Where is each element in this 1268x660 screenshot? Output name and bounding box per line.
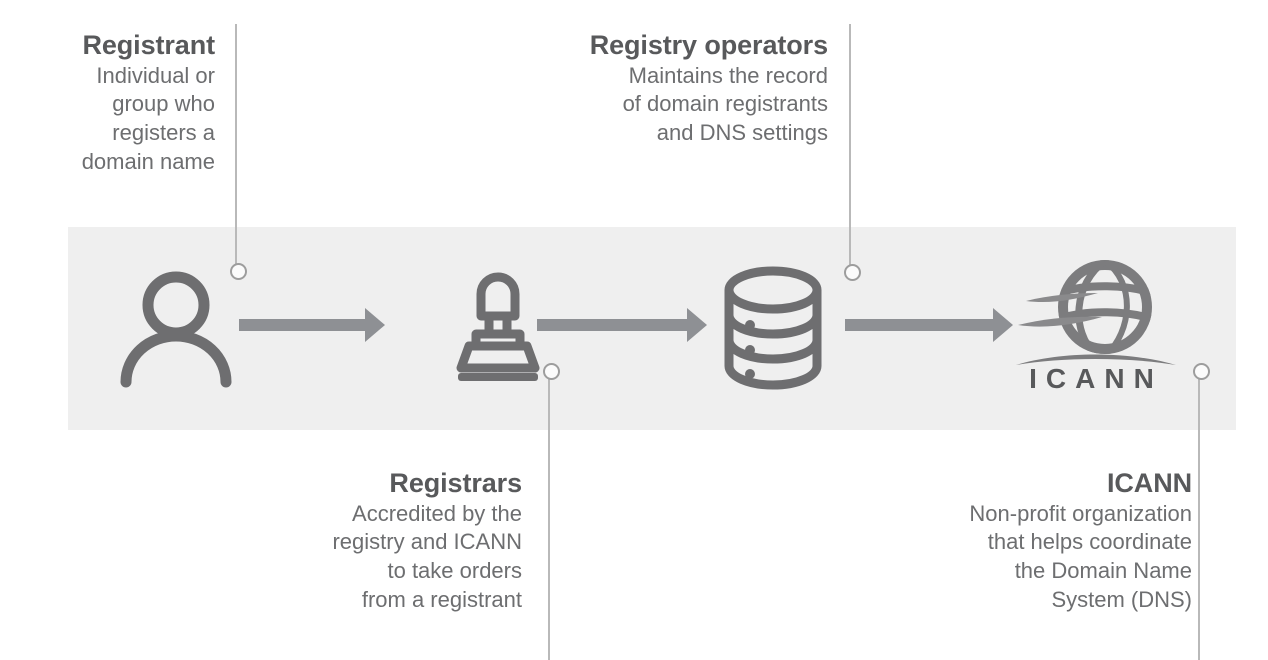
connector-line (849, 24, 851, 272)
label-registrars: Registrars Accredited by the registry an… (230, 468, 522, 614)
connector-line (235, 24, 237, 270)
stamp-icon (445, 272, 551, 382)
person-icon (116, 271, 236, 388)
registrant-title: Registrant (82, 30, 215, 60)
arrow-shaft (845, 319, 995, 331)
registrars-title: Registrars (389, 468, 522, 498)
label-registrant: Registrant Individual or group who regis… (0, 30, 215, 176)
svg-text:ICANN: ICANN (1029, 363, 1163, 394)
database-icon (723, 266, 823, 390)
arrow-head (365, 308, 385, 342)
connector-line (548, 369, 550, 660)
desc-line: from a registrant (361, 586, 522, 612)
arrow-head (993, 308, 1013, 342)
connector-node (229, 263, 247, 280)
desc-line: to take orders (387, 558, 522, 584)
desc-line: Maintains the record (628, 62, 828, 88)
icann-description: Non-profit organization that helps coord… (870, 500, 1192, 614)
arrow-registrar-to-registry (537, 308, 707, 342)
desc-line: group who (112, 91, 215, 117)
registry-operators-title: Registry operators (589, 30, 828, 60)
arrow-shaft (239, 319, 367, 331)
desc-line: domain name (81, 148, 215, 174)
arrow-shaft (537, 319, 689, 331)
registry-operators-description: Maintains the record of domain registran… (490, 62, 828, 148)
icann-globe-logo: ICANN (1010, 255, 1180, 394)
registrars-description: Accredited by the registry and ICANN to … (230, 500, 522, 614)
desc-line: of domain registrants (622, 91, 828, 117)
desc-line: System (DNS) (1051, 586, 1192, 612)
label-registry-operators: Registry operators Maintains the record … (490, 30, 828, 148)
desc-line: Individual or (96, 62, 215, 88)
arrow-registry-to-icann (845, 308, 1013, 342)
desc-line: Accredited by the (352, 500, 522, 526)
connector-line (1198, 369, 1200, 660)
connector-node (542, 363, 560, 380)
arrow-registrant-to-registrar (239, 308, 385, 342)
desc-line: and DNS settings (656, 120, 828, 146)
icann-title: ICANN (1107, 468, 1192, 498)
arrow-head (687, 308, 707, 342)
desc-line: the Domain Name (1014, 558, 1192, 584)
connector-node (1192, 363, 1210, 380)
connector-node (843, 264, 861, 281)
registrant-description: Individual or group who registers a doma… (0, 62, 215, 176)
desc-line: Non-profit organization (969, 500, 1192, 526)
label-icann: ICANN Non-profit organization that helps… (870, 468, 1192, 614)
desc-line: registers a (112, 120, 215, 146)
desc-line: registry and ICANN (332, 529, 522, 555)
desc-line: that helps coordinate (987, 529, 1192, 555)
